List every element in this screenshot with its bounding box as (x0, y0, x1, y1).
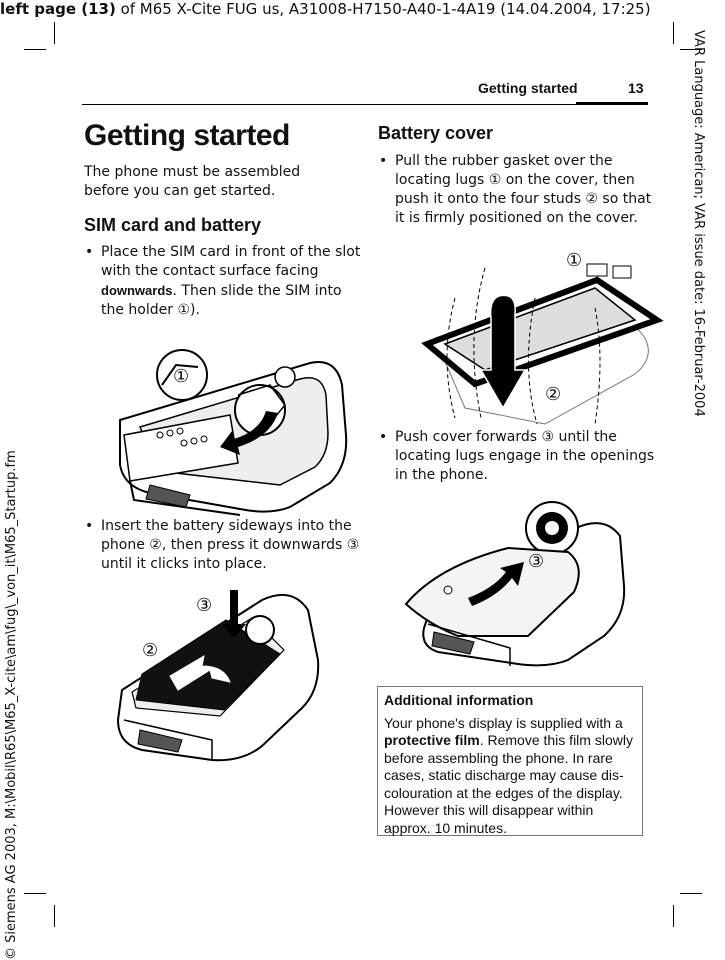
crop-mark (24, 49, 46, 50)
marker-1: ① (566, 250, 583, 271)
page-number: 13 (628, 80, 644, 96)
marker-1: ① (173, 366, 190, 387)
crop-mark (54, 905, 55, 927)
additional-info-title: Additional information (384, 692, 534, 708)
additional-info-text: Your phone's display is supplied with a … (384, 715, 636, 838)
page-title: Getting started (84, 119, 290, 152)
sim-step-1-text-b: . Then slide the SIM into the holder ①). (101, 283, 342, 318)
cover-step-2: Push cover forwards ③ until the locating… (377, 428, 663, 485)
sim-step-1-text-a: Place the SIM card in front of the slot … (101, 244, 361, 279)
print-slug: left page (13) of M65 X-Cite FUG us, A31… (0, 0, 651, 18)
info-text-b: . Remove this film slowly before assembl… (384, 732, 633, 836)
gasket-illustration (421, 263, 664, 425)
crop-mark (673, 22, 674, 44)
crop-mark (24, 893, 46, 894)
info-bold: protective film (384, 732, 480, 748)
additional-info-box: Additional information Your phone's disp… (377, 686, 643, 836)
header-rule (82, 104, 648, 105)
marker-3: ③ (196, 595, 213, 616)
crop-mark (680, 49, 702, 50)
copyright-path: © Siemens AG 2003, M:\Mobil\R65\M65_X-ci… (4, 450, 19, 960)
battery-cover-heading: Battery cover (378, 123, 494, 143)
sim-heading: SIM card and battery (84, 215, 262, 235)
marker-2: ② (545, 384, 562, 405)
marker-3: ③ (528, 551, 545, 572)
crop-mark (680, 893, 702, 894)
battery-insert-illustration (116, 590, 320, 762)
running-header-title: Getting started (478, 80, 578, 96)
var-info: VAR Language: American; VAR issue date: … (691, 30, 706, 417)
crop-mark (673, 905, 674, 927)
sim-insert-illustration (119, 349, 348, 516)
header-rule-thick (576, 102, 648, 105)
info-text-a: Your phone's display is supplied with a (384, 714, 623, 731)
print-slug-rest: of M65 X-Cite FUG us, A31008-H7150-A40-1… (115, 0, 651, 18)
print-slug-bold: left page (13) (0, 0, 116, 18)
intro-text: The phone must be assembled before you c… (84, 164, 301, 199)
sim-step-2: Insert the battery sideways into the pho… (83, 517, 366, 574)
marker-2: ② (142, 640, 159, 661)
cover-step-1: Pull the rubber gasket over the locating… (377, 152, 663, 228)
crop-mark (54, 22, 55, 44)
cover-push-illustration (404, 501, 626, 667)
sim-step-1: Place the SIM card in front of the slot … (83, 243, 366, 320)
sim-step-1-bold: downwards (101, 283, 173, 298)
